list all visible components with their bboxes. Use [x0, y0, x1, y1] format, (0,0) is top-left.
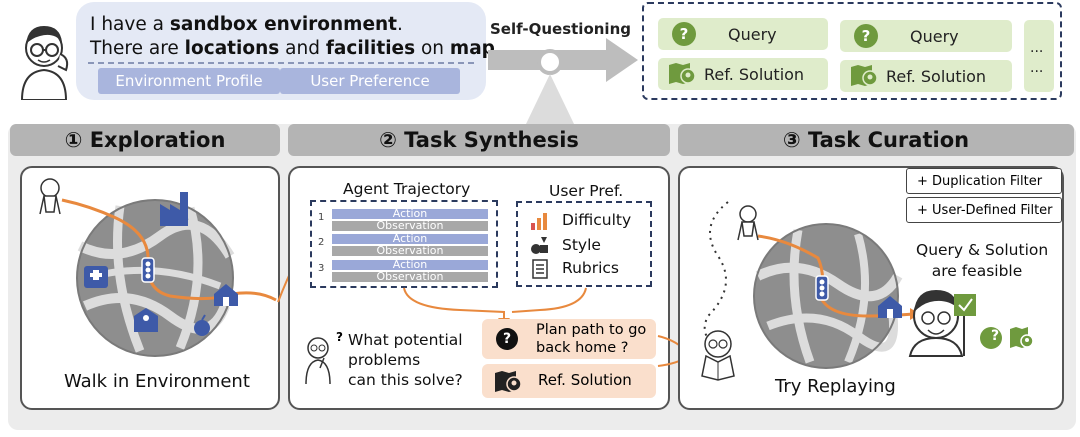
- curation-caption: Try Replaying: [775, 376, 896, 397]
- question-mark: ?: [336, 330, 343, 344]
- synthesized-solution-card: Ref. Solution: [482, 364, 656, 398]
- style-icon: [531, 237, 548, 254]
- question-line: problems: [348, 351, 421, 369]
- solution-card-label: Ref. Solution: [886, 67, 987, 86]
- action-bar: Action: [332, 208, 488, 219]
- potential-problems-question: What potential problems can this solve?: [348, 330, 463, 390]
- question-icon: ?: [672, 22, 696, 46]
- prompt-bubble: I have a sandbox environment. There are …: [76, 2, 513, 100]
- observation-bar: Observation: [332, 245, 488, 256]
- bubble-divider: [88, 62, 474, 64]
- thinking-person-icon: [305, 337, 331, 384]
- ellipsis-bottom: ...: [1030, 60, 1044, 76]
- environment-profile-chip: Environment Profile: [98, 68, 280, 94]
- replay-map: [701, 201, 1034, 381]
- map-pin-icon: [669, 63, 696, 84]
- ellipsis-top: ...: [1030, 40, 1044, 56]
- task-synthesis-header: ② Task Synthesis: [288, 124, 670, 156]
- pref-difficulty: Difficulty: [562, 211, 632, 229]
- map-pin-icon: [851, 65, 878, 86]
- pref-rubrics: Rubrics: [562, 259, 620, 277]
- synthesized-query-card: ? Plan path to go back home ?: [482, 319, 656, 359]
- feasible-label: Query & Solution are feasible: [916, 240, 1049, 282]
- self-questioning-arrow: [488, 38, 638, 124]
- trajectory-title: Agent Trajectory: [343, 180, 471, 198]
- map-pin-icon: [495, 371, 522, 392]
- question-line: What potential: [348, 331, 463, 349]
- action-bar: Action: [332, 233, 488, 244]
- exploration-header: ① Exploration: [10, 124, 280, 156]
- question-icon: ?: [854, 24, 878, 48]
- query-card-label: Query: [910, 27, 959, 46]
- query-text: Plan path to go back home ?: [536, 321, 646, 357]
- solution-card-1: Ref. Solution: [658, 58, 828, 90]
- question-line: can this solve?: [348, 371, 463, 389]
- user-pref-title: User Pref.: [549, 182, 624, 200]
- user-preference-chip: User Preference: [280, 68, 460, 94]
- user-avatar: [14, 14, 74, 101]
- exploration-caption: Walk in Environment: [64, 371, 250, 392]
- observation-bar: Observation: [332, 220, 488, 231]
- difficulty-icon: [531, 213, 547, 230]
- self-questioning-label: Self-Questioning: [490, 20, 631, 38]
- step-number: 3: [318, 263, 325, 274]
- feasible-line: are feasible: [931, 262, 1023, 280]
- task-curation-header: ③ Task Curation: [678, 124, 1074, 156]
- query-card-2: ? Query: [840, 20, 1012, 52]
- exploration-map: [39, 178, 277, 357]
- step-number: 2: [318, 237, 325, 248]
- query-card-1: ? Query: [658, 18, 828, 50]
- solution-label: Ref. Solution: [538, 371, 632, 389]
- step-number: 1: [318, 212, 325, 223]
- observation-bar: Observation: [332, 271, 488, 282]
- solution-card-2: Ref. Solution: [840, 60, 1012, 92]
- rubrics-icon: [532, 259, 548, 279]
- question-icon: ?: [496, 328, 518, 350]
- action-bar: Action: [332, 259, 488, 270]
- user-defined-filter: + User-Defined Filter: [906, 197, 1062, 223]
- query-card-label: Query: [728, 25, 777, 44]
- prompt-line-1: I have a sandbox environment.: [90, 14, 403, 35]
- trajectory-box: 1 Action Observation 2 Action Observatio…: [310, 200, 498, 288]
- pref-style: Style: [562, 236, 601, 254]
- prompt-line-2: There are locations and facilities on ma…: [90, 38, 513, 59]
- user-pref-box: Difficulty Style Rubrics: [516, 201, 652, 287]
- more-cards: ... ...: [1024, 20, 1054, 92]
- solution-card-label: Ref. Solution: [704, 65, 805, 84]
- duplication-filter: + Duplication Filter: [906, 168, 1062, 194]
- query-line: Plan path to go: [536, 322, 647, 338]
- question-icon: ?: [990, 328, 1000, 344]
- query-line: back home ?: [536, 340, 629, 356]
- generated-tasks-box: ? Query Ref. Solution ? Query Ref. Solut…: [642, 2, 1062, 100]
- feasible-line: Query & Solution: [916, 241, 1049, 259]
